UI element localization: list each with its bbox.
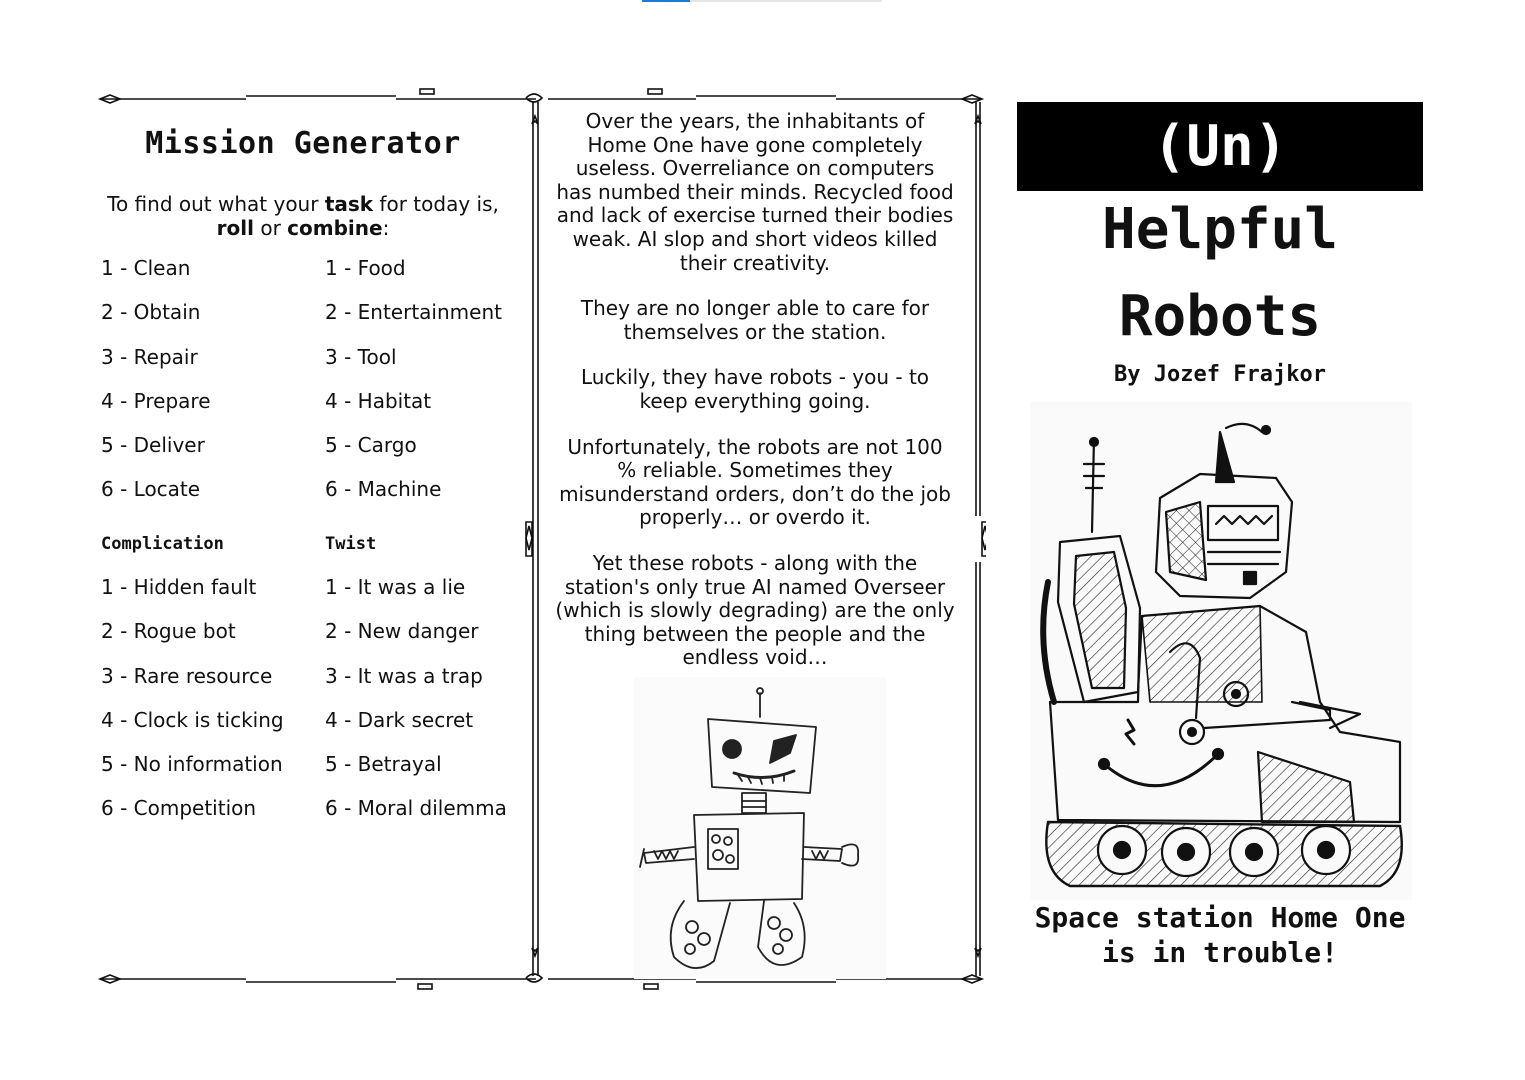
- list-item: 3 - Rare resource: [101, 663, 273, 688]
- mission-generator-title: Mission Generator: [145, 126, 461, 161]
- cover-title-line-2: Robots: [1118, 284, 1322, 349]
- story-panel: Over the years, the inhabitants of Home …: [555, 109, 955, 692]
- small-robot-illustration: [639, 687, 860, 969]
- story-paragraph: Luckily, they have robots - you - to kee…: [580, 365, 930, 413]
- story-paragraph: They are no longer able to care for them…: [580, 296, 930, 344]
- object-list: 1 - Food 2 - Entertainment 3 - Tool 4 - …: [325, 256, 535, 522]
- action-list: 1 - Clean 2 - Obtain 3 - Repair 4 - Prep…: [101, 256, 311, 522]
- list-item: 1 - Clean: [101, 256, 191, 280]
- list-item: 5 - Betrayal: [325, 752, 442, 777]
- cover-title-line-1: Helpful: [1101, 197, 1338, 262]
- list-item: 4 - Dark secret: [325, 707, 474, 732]
- cover-tagline: Space station Home One is in trouble!: [1010, 900, 1430, 970]
- scrollbar-thumb[interactable]: [642, 0, 690, 2]
- list-item: 1 - It was a lie: [325, 575, 466, 599]
- intro-combine: combine: [287, 216, 383, 240]
- tagline-line-1: Space station Home One: [1034, 901, 1406, 934]
- intro-text: or: [253, 216, 288, 240]
- list-item: 2 - Obtain: [101, 300, 201, 325]
- story-paragraph: Yet these robots - along with the statio…: [555, 550, 955, 670]
- list-item: 5 - No information: [101, 752, 283, 777]
- top-scrollbar[interactable]: [642, 0, 882, 2]
- list-item: 6 - Moral dilemma: [325, 796, 507, 821]
- robot-drawing-image: [634, 677, 886, 979]
- twist-heading: Twist: [325, 534, 377, 554]
- complication-heading: Complication: [101, 534, 224, 554]
- list-item: 6 - Competition: [101, 796, 257, 821]
- list-item: 3 - It was a trap: [325, 663, 483, 688]
- list-item: 6 - Locate: [101, 477, 201, 502]
- mission-intro: To find out what your task for today is,…: [98, 192, 508, 240]
- mission-generator-panel: Mission Generator To find out what your …: [98, 100, 528, 980]
- intro-task: task: [324, 192, 374, 216]
- story-paragraph: Over the years, the inhabitants of Home …: [556, 109, 954, 275]
- list-item: 4 - Habitat: [325, 388, 432, 413]
- list-item: 5 - Cargo: [325, 433, 417, 458]
- cover-banner: (Un): [1017, 102, 1423, 191]
- list-item: 2 - Rogue bot: [101, 619, 236, 644]
- list-item: 2 - New danger: [325, 619, 479, 644]
- complication-list: 1 - Hidden fault 2 - Rogue bot 3 - Rare …: [101, 575, 311, 841]
- list-item: 5 - Deliver: [101, 433, 205, 458]
- list-item: 2 - Entertainment: [325, 300, 502, 325]
- list-item: 1 - Food: [325, 256, 406, 280]
- intro-text: To find out what your: [107, 192, 325, 216]
- list-item: 4 - Prepare: [101, 388, 211, 413]
- list-item: 1 - Hidden fault: [101, 575, 257, 599]
- list-item: 3 - Repair: [101, 344, 198, 369]
- cover-robot-image: [1030, 402, 1412, 900]
- list-item: 3 - Tool: [325, 344, 397, 369]
- twist-list: 1 - It was a lie 2 - New danger 3 - It w…: [325, 575, 535, 841]
- list-item: 4 - Clock is ticking: [101, 707, 284, 732]
- intro-roll: roll: [216, 216, 254, 240]
- story-paragraph: Unfortunately, the robots are not 100 % …: [559, 434, 951, 530]
- list-item: 6 - Machine: [325, 477, 442, 502]
- cover-robot-illustration: [1040, 422, 1403, 888]
- intro-text: for today is,: [373, 192, 499, 216]
- tagline-line-2: is in trouble!: [1101, 936, 1338, 969]
- cover-byline: By Jozef Frajkor: [1114, 362, 1326, 387]
- intro-text: :: [382, 216, 390, 240]
